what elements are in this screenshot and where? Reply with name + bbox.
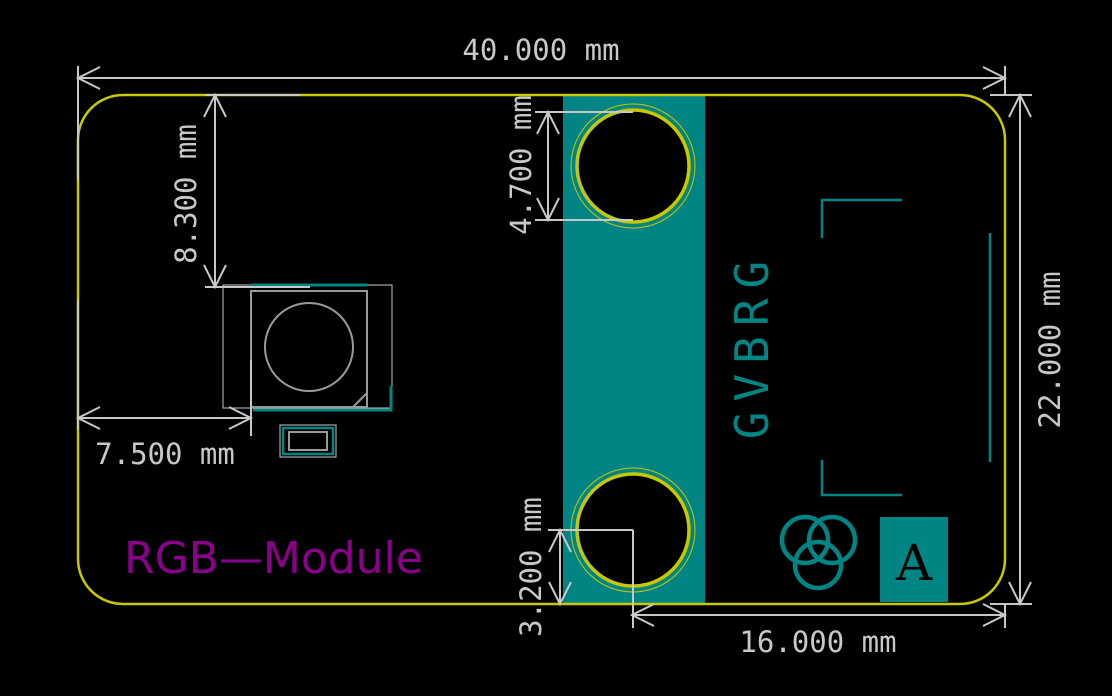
- dimension-lines: [75, 66, 1032, 628]
- dim-led-from-left[interactable]: 7.500 mm: [95, 437, 235, 471]
- logo-box: [880, 517, 948, 602]
- venn-logo-icon: [779, 514, 858, 591]
- logo-letter: A: [895, 534, 933, 592]
- dim-hole-from-bottom[interactable]: 3.200 mm: [514, 497, 548, 637]
- dim-hole-from-right[interactable]: 16.000 mm: [739, 625, 896, 659]
- dim-hole-diameter[interactable]: 4.700 mm: [504, 95, 538, 235]
- dim-height-total[interactable]: 22.000 mm: [1033, 271, 1067, 428]
- mounting-hole-top[interactable]: [570, 103, 696, 229]
- dim-width-total[interactable]: 40.000 mm: [462, 33, 619, 67]
- led-footprint[interactable]: [222, 283, 393, 412]
- board-name[interactable]: RGB—Module: [124, 533, 423, 584]
- connector-outline[interactable]: [820, 198, 992, 497]
- resistor-footprint[interactable]: [279, 424, 337, 458]
- dim-led-from-top[interactable]: 8.300 mm: [169, 124, 203, 264]
- pin-labels[interactable]: GVBRG: [725, 251, 779, 439]
